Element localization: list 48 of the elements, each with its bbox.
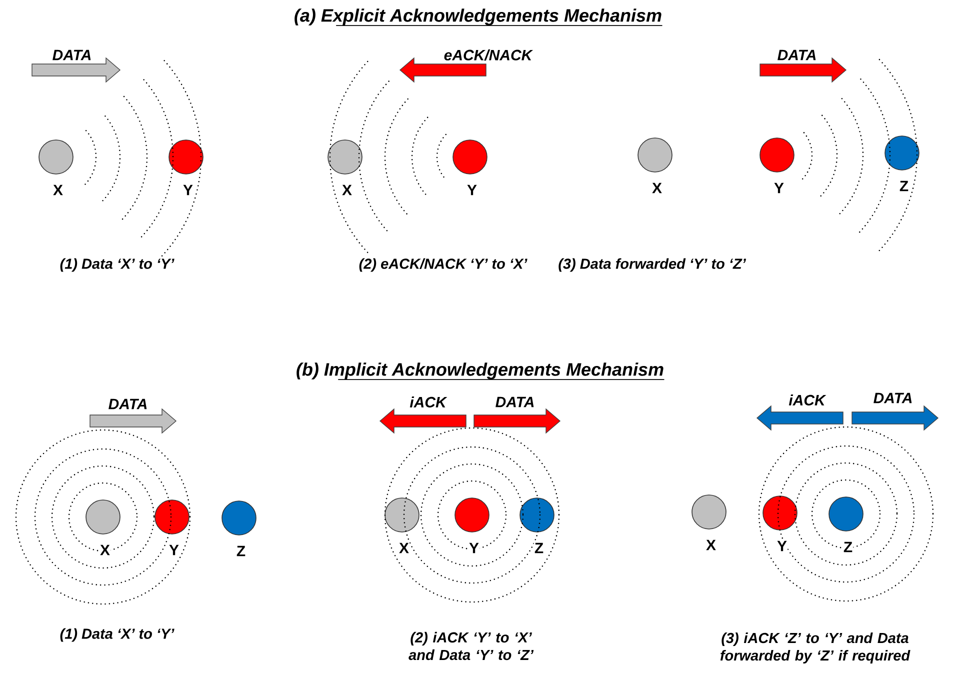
node-circle — [692, 494, 726, 530]
node-circle — [384, 498, 420, 532]
node-label: X — [99, 544, 111, 556]
node-label: Y — [182, 184, 194, 196]
node-label: X — [705, 539, 717, 551]
node-circle — [520, 498, 554, 532]
node-label: Z — [898, 180, 910, 192]
caption: (3) iACK ‘Z’ to ‘Y’ and Data forwarded by ‘Z’ if required — [720, 632, 910, 664]
caption: (1) Data ‘X’ to ‘Y’ — [60, 258, 174, 272]
caption: (1) Data ‘X’ to ‘Y’ — [60, 628, 174, 642]
node-circle — [38, 140, 74, 174]
node-label: Y — [776, 540, 788, 552]
node-circle — [762, 496, 798, 530]
arrow-label: eACK/NACK — [444, 49, 534, 61]
node-circle — [638, 138, 672, 172]
node-label: Y — [168, 544, 180, 556]
arrow-label: iACK — [788, 394, 826, 406]
node-circle — [828, 496, 864, 532]
node-circle — [760, 138, 794, 172]
node-label: Y — [773, 182, 785, 194]
node-circle — [86, 500, 120, 534]
node-label: Z — [236, 545, 246, 557]
node-circle — [168, 140, 204, 174]
caption: (3) Data forwarded ‘Y’ to ‘Z’ — [558, 258, 746, 272]
node-circle — [222, 500, 256, 536]
node-circle — [154, 500, 190, 534]
arrow-label: DATA — [108, 398, 147, 410]
arrow-label: DATA — [874, 392, 912, 404]
node-circle — [328, 140, 362, 174]
arrow-label: DATA — [52, 50, 91, 60]
node-label: X — [651, 182, 663, 194]
arrow-label: DATA — [778, 50, 816, 60]
node-circle — [454, 498, 490, 532]
node-label: X — [52, 184, 64, 196]
node-circle — [884, 136, 920, 170]
arrow-label: DATA — [496, 396, 534, 408]
caption: (2) eACK/NACK ‘Y’ to ‘X’ — [359, 258, 528, 272]
node-label: Y — [468, 542, 480, 554]
node-label: X — [341, 184, 353, 196]
arrow-label: iACK — [410, 396, 448, 408]
node-label: Z — [842, 541, 854, 553]
section-heading: (a) Explicit Acknowledgements Mechanism — [294, 8, 663, 26]
section-heading: (b) Implicit Acknowledgements Mechanism — [296, 362, 665, 380]
node-circle — [452, 140, 488, 174]
node-label: Y — [466, 184, 478, 196]
caption: (2) iACK ‘Y’ to ‘X’ and Data ‘Y’ to ‘Z’ — [408, 632, 534, 660]
node-label: Z — [534, 542, 544, 554]
node-label: X — [398, 542, 410, 554]
